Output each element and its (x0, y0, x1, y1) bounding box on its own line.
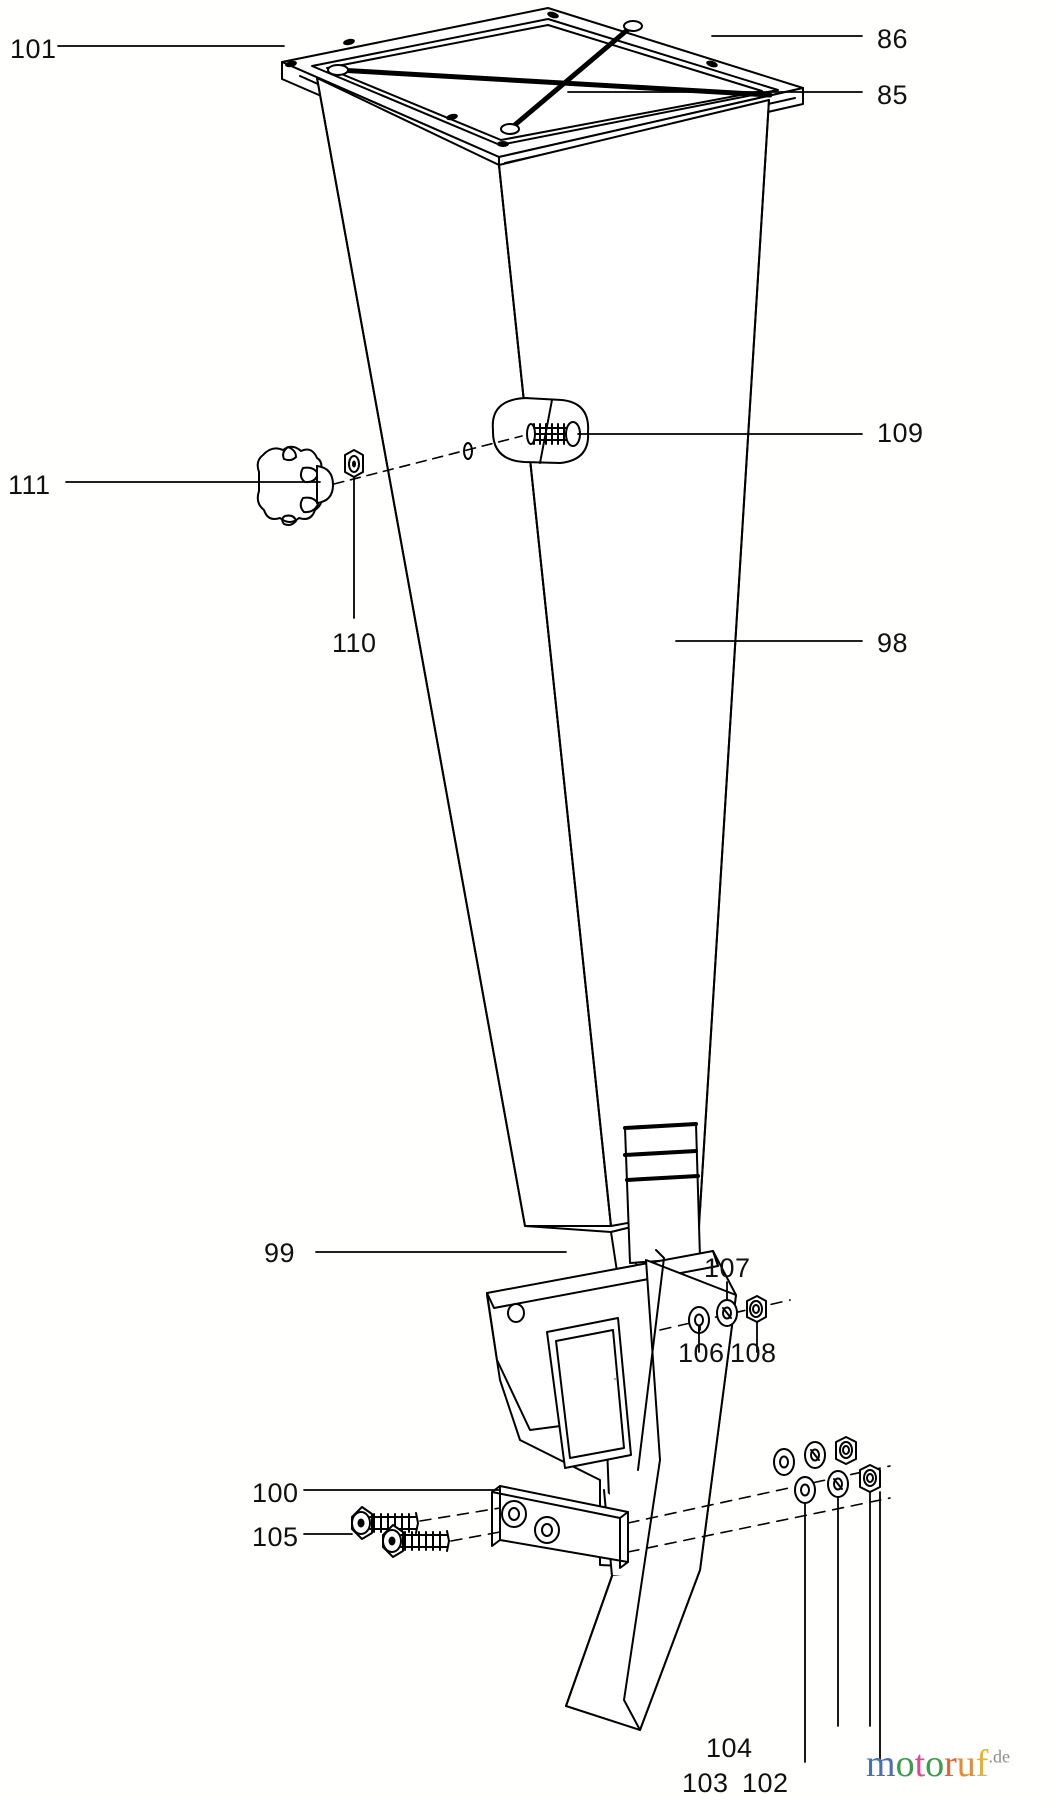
site-watermark: motoruf.de (866, 1745, 1010, 1783)
watermark-suffix: .de (988, 1746, 1010, 1767)
callout-86: 86 (877, 24, 909, 54)
watermark-letter-f: f (975, 1743, 989, 1785)
mounting-bracket-group (486, 1249, 737, 1731)
callout-105: 105 (252, 1522, 299, 1552)
callout-109: 109 (877, 418, 924, 448)
callout-101: 101 (10, 34, 57, 64)
backing-plate-group (491, 1485, 629, 1569)
assembly-axis-lower (419, 1465, 891, 1553)
callout-111: 111 (8, 470, 51, 500)
chute-body-group (316, 77, 770, 1279)
watermark-letter-o2: o (925, 1743, 945, 1785)
hardware-lower-rows (773, 1436, 881, 1504)
assembly-axis-upper (333, 435, 523, 485)
callout-104: 104 (706, 1733, 753, 1763)
callout-100: 100 (252, 1478, 299, 1508)
flat-washer-106 (688, 1306, 710, 1334)
handle-boss-group (491, 397, 590, 464)
hex-nut-108 (746, 1295, 767, 1323)
watermark-letter-u: u (956, 1743, 976, 1785)
watermark-letter-t: t (914, 1743, 926, 1785)
watermark-letter-r: r (944, 1743, 957, 1785)
hardware-upper-row (659, 1295, 791, 1334)
callout-102: 102 (742, 1768, 789, 1798)
callout-98: 98 (877, 628, 909, 658)
callout-108: 108 (730, 1338, 777, 1368)
callout-106: 106 (678, 1338, 725, 1368)
callout-85: 85 (877, 80, 909, 110)
star-knob-group (256, 445, 334, 526)
lock-nut-group (344, 449, 364, 478)
axis-washer (463, 442, 473, 460)
lock-washer-107 (716, 1299, 738, 1327)
watermark-letter-m: m (866, 1743, 896, 1785)
callout-107: 107 (704, 1253, 751, 1283)
leader-lines (57, 35, 881, 1763)
callout-103: 103 (682, 1768, 729, 1798)
watermark-letter-o1: o (895, 1743, 915, 1785)
callout-99: 99 (264, 1238, 296, 1268)
countersunk-screws-105 (351, 1506, 450, 1558)
callout-110: 110 (332, 628, 377, 658)
